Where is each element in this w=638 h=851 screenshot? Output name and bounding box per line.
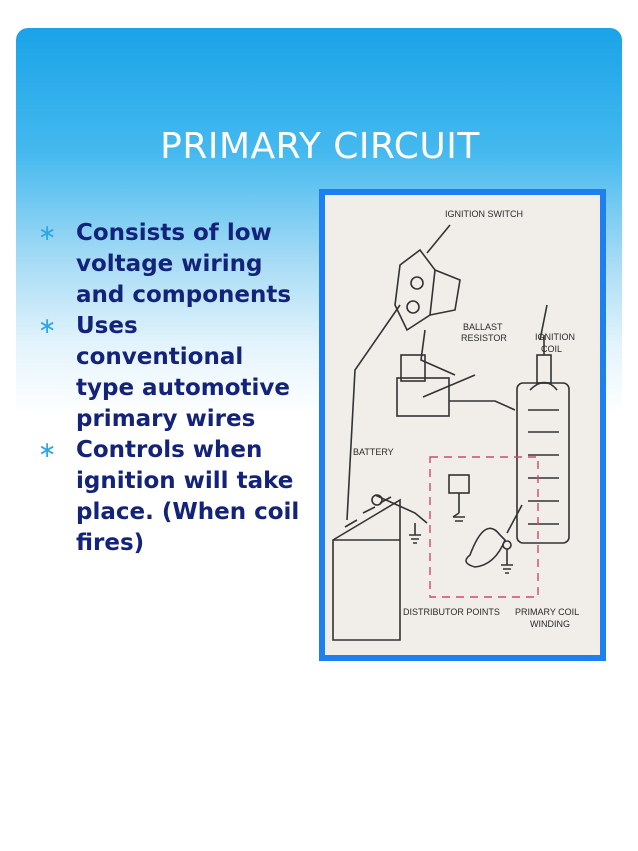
label-ballast-resistor-line1: BALLAST — [463, 322, 503, 332]
bullet-marker-icon: ∗ — [38, 438, 57, 463]
bullet-item: ∗ Consists of low voltage wiring and com… — [38, 218, 308, 311]
bullet-item: ∗ Uses conventional type automotive prim… — [38, 311, 308, 435]
bullet-list: ∗ Consists of low voltage wiring and com… — [38, 218, 308, 559]
label-ignition-switch: IGNITION SWITCH — [445, 209, 523, 219]
distributor-points-icon — [448, 474, 513, 574]
distributor-outline — [429, 456, 539, 598]
bullet-marker-icon: ∗ — [38, 314, 57, 339]
ballast-resistor-icon — [396, 354, 476, 417]
battery-icon — [332, 494, 401, 641]
primary-circuit-diagram: IGNITION SWITCH BALLAST RESISTOR IGNITIO… — [325, 195, 600, 655]
label-primary-coil-winding-line1: PRIMARY COIL — [515, 607, 579, 617]
label-battery: BATTERY — [353, 447, 394, 457]
ignition-coil-icon — [516, 304, 570, 544]
label-ignition-coil-line2: COIL — [541, 344, 562, 354]
bullet-text: Uses conventional type automotive primar… — [76, 313, 290, 432]
bullet-marker-icon: ∗ — [38, 221, 57, 246]
bullet-text: Controls when ignition will take place. … — [76, 437, 300, 556]
wiring-diagram: IGNITION SWITCH BALLAST RESISTOR IGNITIO… — [332, 209, 579, 641]
ignition-switch-icon — [394, 248, 461, 332]
slide-title: PRIMARY CIRCUIT — [160, 126, 480, 167]
bullet-item: ∗ Controls when ignition will take place… — [38, 435, 308, 559]
label-ballast-resistor-line2: RESISTOR — [461, 333, 507, 343]
bullet-text: Consists of low voltage wiring and compo… — [76, 220, 292, 308]
label-ignition-coil-line1: IGNITION — [535, 332, 575, 342]
label-distributor-points: DISTRIBUTOR POINTS — [403, 607, 500, 617]
diagram-frame: IGNITION SWITCH BALLAST RESISTOR IGNITIO… — [319, 189, 606, 661]
label-primary-coil-winding-line2: WINDING — [530, 619, 570, 629]
